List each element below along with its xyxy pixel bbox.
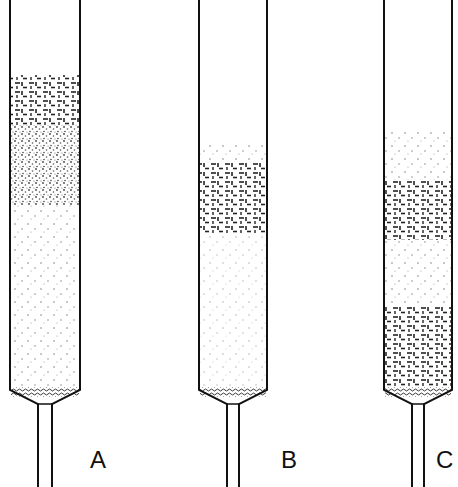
column-a xyxy=(10,0,80,487)
column-b xyxy=(199,0,267,487)
column-label: C xyxy=(436,448,453,472)
column-c xyxy=(384,0,452,487)
column-label: A xyxy=(90,448,106,472)
column-label: B xyxy=(281,448,297,472)
